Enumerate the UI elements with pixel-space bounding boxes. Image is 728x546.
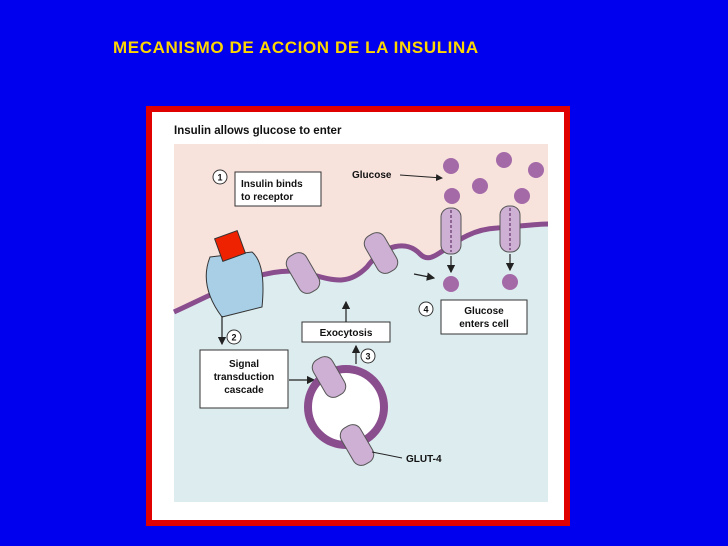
step-2-number: 2: [231, 333, 236, 343]
glucose-molecule-inside: [443, 276, 459, 292]
cytoplasm: [174, 224, 548, 502]
figure-panel: Insulin allows glucose to enter: [152, 112, 564, 520]
step-2-line-2: transduction: [214, 372, 275, 383]
step-2-box: [199, 349, 289, 409]
glut4-membrane-a: [285, 252, 321, 294]
insulin-mechanism-diagram: Insulin allows glucose to enter: [172, 125, 549, 502]
slide-title: MECANISMO DE ACCION DE LA INSULINA: [113, 38, 479, 57]
step-3-badge: [360, 348, 376, 364]
glut4-membrane-b: [363, 232, 399, 274]
step-4-line-1: Glucose: [464, 306, 504, 317]
glucose-molecule: [443, 158, 459, 174]
glut4-vesicle-b: [339, 424, 375, 466]
step-3-number: 3: [365, 352, 370, 362]
glut4-pointer: [371, 451, 403, 459]
step-3-label: Exocytosis: [320, 328, 373, 339]
insulin-receptor: [205, 251, 264, 318]
glut4-vesicle-a: [311, 356, 347, 398]
step-2-line-3: cascade: [224, 385, 264, 396]
figure-frame: Insulin allows glucose to enter: [146, 106, 570, 526]
glucose-molecule: [444, 188, 460, 204]
step-4-box: [440, 299, 528, 335]
step-4-badge: [418, 301, 434, 317]
glucose-molecule: [528, 162, 544, 178]
glucose-pointer: [399, 174, 443, 182]
step-4-line-2: enters cell: [459, 319, 509, 330]
step-1-line-2: to receptor: [241, 192, 293, 203]
glucose-molecule-inside: [502, 274, 518, 290]
glucose-label: Glucose: [352, 170, 392, 181]
step-2-line-1: Signal: [229, 359, 259, 370]
step-1-line-1: Insulin binds: [241, 179, 303, 190]
step-4-number: 4: [423, 305, 428, 315]
step-2-badge: [226, 329, 242, 345]
diagram-heading: Insulin allows glucose to enter: [174, 125, 342, 137]
step-4-arrow: [413, 272, 436, 281]
glucose-molecule: [472, 178, 488, 194]
step-1-number: 1: [217, 173, 222, 183]
glucose-molecule: [496, 152, 512, 168]
step-1-box: [234, 171, 322, 207]
step-1-badge: [212, 169, 228, 185]
glucose-molecule: [514, 188, 530, 204]
insulin-molecule: [213, 229, 247, 263]
glut4-label: GLUT-4: [406, 454, 442, 465]
